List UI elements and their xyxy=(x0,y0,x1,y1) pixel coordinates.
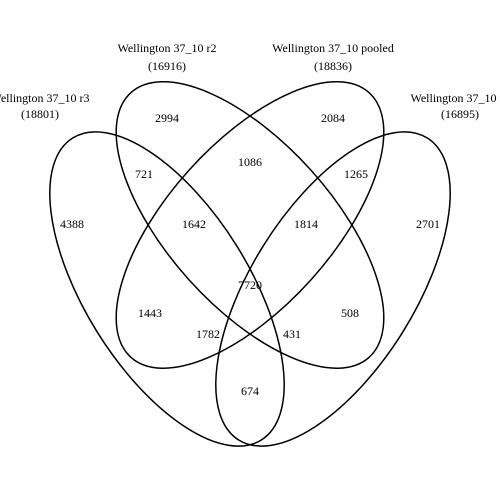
region-count-r2-only: 2994 xyxy=(155,111,179,125)
region-count-r3-r2-pooled: 1642 xyxy=(182,217,206,231)
set-ellipse-r3 xyxy=(49,131,285,447)
set-label-r1: Wellington 37_10 r1 xyxy=(410,91,500,105)
set-size-r1: (16895) xyxy=(441,107,479,121)
region-count-r3-pooled-r1: 1782 xyxy=(196,327,220,341)
set-ellipse-r2 xyxy=(115,81,385,369)
region-count-r2-r1: 508 xyxy=(341,306,359,320)
set-ellipse-r1 xyxy=(215,131,451,447)
region-count-r2-pooled: 1086 xyxy=(238,155,262,169)
region-count-r3-r2: 721 xyxy=(135,167,153,181)
region-count-pooled-r1: 1265 xyxy=(344,167,368,181)
set-label-r2: Wellington 37_10 r2 xyxy=(117,41,216,55)
region-count-r3-r2-r1: 431 xyxy=(283,327,301,341)
region-count-r3-pooled: 1443 xyxy=(138,306,162,320)
set-size-r2: (16916) xyxy=(148,59,186,73)
region-count-r3-only: 4388 xyxy=(60,217,84,231)
region-count-pooled-only: 2084 xyxy=(321,111,345,125)
region-count-r1-only: 2701 xyxy=(416,217,440,231)
region-count-r3-r1: 674 xyxy=(241,384,259,398)
set-label-r3: Wellington 37_10 r3 xyxy=(0,91,90,105)
region-count-r2-pooled-r1: 1814 xyxy=(294,217,318,231)
set-ellipse-pooled xyxy=(115,81,385,369)
set-size-pooled: (18836) xyxy=(314,59,352,73)
set-size-r3: (18801) xyxy=(21,107,59,121)
set-label-pooled: Wellington 37_10 pooled xyxy=(272,41,394,55)
region-count-all: 7720 xyxy=(238,278,262,292)
